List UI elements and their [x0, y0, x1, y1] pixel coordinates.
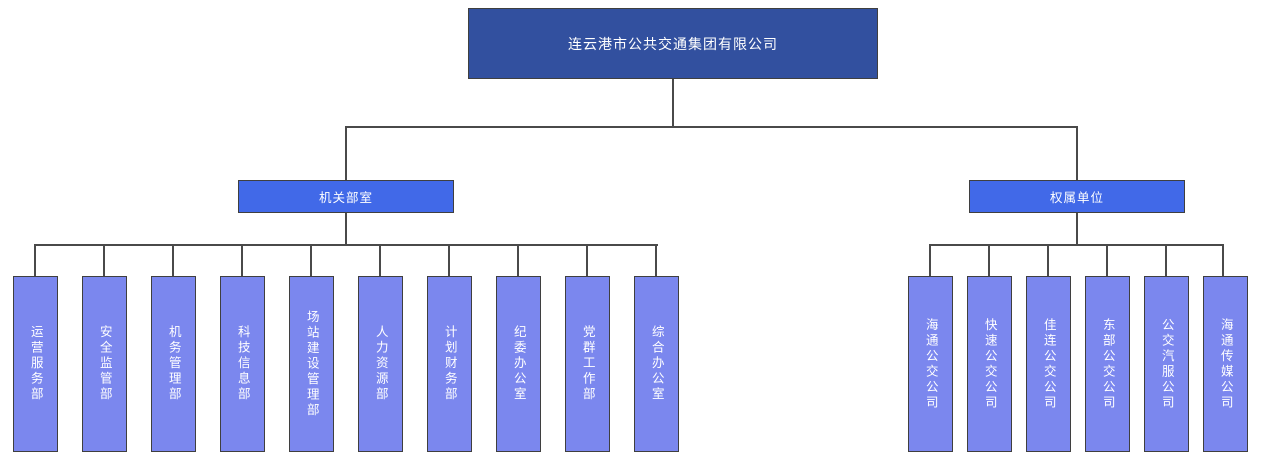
connector-right-leaf-drop-2 [988, 244, 990, 277]
node-leaf-general-office[interactable]: 综合办公室 [634, 276, 679, 452]
node-leaf-label: 计划财务部 [442, 325, 458, 403]
node-leaf-label: 海通公交公司 [923, 317, 939, 411]
connector-root-bar [345, 126, 1078, 128]
connector-right-leaf-drop-3 [1047, 244, 1049, 277]
node-leaf-haitong-bus[interactable]: 海通公交公司 [908, 276, 953, 452]
connector-right-trunk [1076, 213, 1078, 246]
node-root[interactable]: 连云港市公共交通集团有限公司 [468, 8, 878, 79]
connector-branch-right-drop [1076, 126, 1078, 180]
node-leaf-label: 场站建设管理部 [304, 309, 320, 419]
connector-left-leaf-drop-1 [34, 244, 36, 277]
node-branch-departments[interactable]: 机关部室 [238, 180, 454, 213]
connector-left-leaf-drop-10 [655, 244, 657, 277]
node-leaf-label: 海通传媒公司 [1218, 317, 1234, 411]
node-leaf-label: 纪委办公室 [511, 325, 527, 403]
connector-right-leaf-drop-4 [1106, 244, 1108, 277]
node-leaf-label: 安全监管部 [97, 325, 113, 403]
connector-left-leaf-drop-2 [103, 244, 105, 277]
node-leaf-discipline-inspection-office[interactable]: 纪委办公室 [496, 276, 541, 452]
node-leaf-label: 公交汽服公司 [1159, 317, 1175, 411]
connector-right-leaf-bar [929, 244, 1223, 246]
connector-left-leaf-bar [34, 244, 658, 246]
node-leaf-safety-supervision[interactable]: 安全监管部 [82, 276, 127, 452]
node-leaf-label: 东部公交公司 [1100, 317, 1116, 411]
node-leaf-label: 科技信息部 [235, 325, 251, 403]
node-leaf-label: 机务管理部 [166, 325, 182, 403]
connector-right-leaf-drop-6 [1222, 244, 1224, 277]
connector-root-trunk [672, 79, 674, 127]
connector-right-leaf-drop-1 [929, 244, 931, 277]
connector-left-leaf-drop-6 [379, 244, 381, 277]
connector-left-leaf-drop-4 [241, 244, 243, 277]
node-leaf-label: 佳连公交公司 [1041, 317, 1057, 411]
node-leaf-jialian-bus[interactable]: 佳连公交公司 [1026, 276, 1071, 452]
connector-left-leaf-drop-3 [172, 244, 174, 277]
node-root-label: 连云港市公共交通集团有限公司 [568, 36, 778, 53]
connector-branch-left-drop [345, 126, 347, 180]
node-leaf-label: 党群工作部 [580, 325, 596, 403]
node-leaf-express-bus[interactable]: 快速公交公司 [967, 276, 1012, 452]
node-leaf-label: 人力资源部 [373, 325, 389, 403]
connector-left-trunk [345, 213, 347, 246]
node-branch-subsidiaries[interactable]: 权属单位 [969, 180, 1185, 213]
connector-left-leaf-drop-7 [448, 244, 450, 277]
connector-left-leaf-drop-5 [310, 244, 312, 277]
node-leaf-label: 运营服务部 [28, 325, 44, 403]
connector-left-leaf-drop-8 [517, 244, 519, 277]
connector-left-leaf-drop-9 [586, 244, 588, 277]
node-leaf-haitong-media[interactable]: 海通传媒公司 [1203, 276, 1248, 452]
node-leaf-party-mass-work[interactable]: 党群工作部 [565, 276, 610, 452]
node-leaf-label: 快速公交公司 [982, 317, 998, 411]
node-leaf-eastern-bus[interactable]: 东部公交公司 [1085, 276, 1130, 452]
node-leaf-vehicle-management[interactable]: 机务管理部 [151, 276, 196, 452]
node-leaf-bus-auto-service[interactable]: 公交汽服公司 [1144, 276, 1189, 452]
node-leaf-planning-finance[interactable]: 计划财务部 [427, 276, 472, 452]
node-leaf-label: 综合办公室 [649, 325, 665, 403]
node-leaf-human-resources[interactable]: 人力资源部 [358, 276, 403, 452]
node-leaf-station-construction-management[interactable]: 场站建设管理部 [289, 276, 334, 452]
node-leaf-operations-service[interactable]: 运营服务部 [13, 276, 58, 452]
node-branch-departments-label: 机关部室 [318, 190, 373, 205]
node-leaf-technology-information[interactable]: 科技信息部 [220, 276, 265, 452]
node-branch-subsidiaries-label: 权属单位 [1049, 190, 1104, 205]
connector-right-leaf-drop-5 [1165, 244, 1167, 277]
